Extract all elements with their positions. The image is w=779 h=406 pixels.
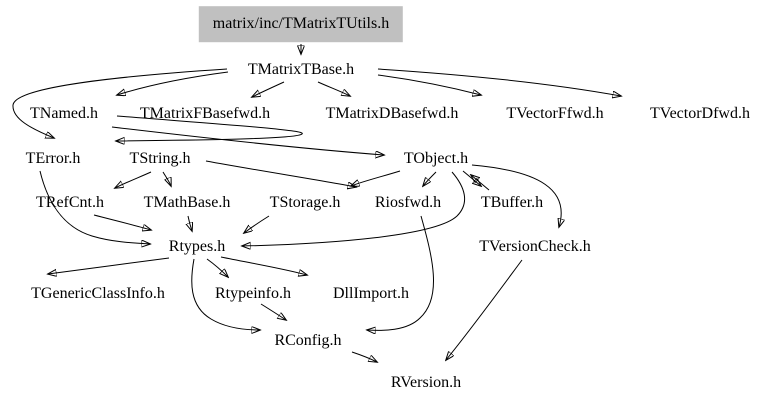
- node-tversioncheck[interactable]: TVersionCheck.h: [479, 238, 591, 256]
- node-terror[interactable]: TError.h: [25, 150, 81, 168]
- node-tmatrixdbasefwd[interactable]: TMatrixDBasefwd.h: [325, 105, 459, 123]
- node-tbuffer[interactable]: TBuffer.h: [480, 194, 544, 212]
- node-tvectordfwd[interactable]: TVectorDfwd.h: [650, 105, 750, 123]
- edge-tobject-to-tbuffer: [462, 170, 481, 186]
- node-rtypes[interactable]: Rtypes.h: [168, 238, 226, 256]
- node-trefcnt[interactable]: TRefCnt.h: [36, 194, 104, 212]
- edge-tmatrixtbase-to-tvectorffwd: [377, 74, 481, 95]
- node-tmathbase[interactable]: TMathBase.h: [143, 194, 231, 212]
- node-dllimport[interactable]: DllImport.h: [333, 285, 409, 303]
- edge-tbuffer-to-tobject: [471, 175, 490, 191]
- edge-terror-to-rtypes: [39, 170, 150, 244]
- edge-rtypes-to-rconfig: [191, 258, 260, 330]
- edge-tstring-to-tmathbase: [162, 171, 171, 186]
- node-tnamed[interactable]: TNamed.h: [30, 105, 98, 123]
- edge-tstring-to-riosfwd: [205, 160, 356, 187]
- edge-tobject-to-rtypes: [242, 171, 466, 246]
- edge-tnamed-to-tstring: [116, 115, 303, 141]
- edge-rtypes-to-rtypeinfo: [206, 258, 228, 277]
- node-rconfig[interactable]: RConfig.h: [274, 332, 342, 350]
- edge-tnamed-to-tobject: [111, 126, 384, 155]
- node-tmatrixfbasefwd[interactable]: TMatrixFBasefwd.h: [139, 105, 271, 123]
- edge-riosfwd-to-rconfig: [367, 215, 434, 330]
- edge-tmatrixtbase-to-tmatrixdbasefwd: [317, 81, 350, 96]
- edge-tmathbase-to-rtypes: [188, 215, 192, 231]
- edge-rconfig-to-rversion: [351, 351, 377, 362]
- edge-tobject-to-riosfwd: [423, 171, 437, 186]
- node-tobject[interactable]: TObject.h: [403, 150, 469, 168]
- edge-rtypes-to-dllimport: [220, 256, 307, 275]
- edge-tmatrixtbase-to-tvectordfwd: [377, 68, 621, 96]
- node-tmatrixtutils: matrix/inc/TMatrixTUtils.h: [198, 6, 404, 42]
- node-tstorage[interactable]: TStorage.h: [269, 194, 341, 212]
- node-tgenericclassinfo[interactable]: TGenericClassInfo.h: [31, 285, 165, 303]
- edge-tversioncheck-to-rversion: [446, 259, 523, 360]
- node-rversion[interactable]: RVersion.h: [390, 374, 462, 392]
- edge-tmatrixtbase-to-terror: [12, 68, 228, 138]
- node-rtypeinfo[interactable]: Rtypeinfo.h: [215, 285, 291, 303]
- edge-tobject-to-tversioncheck: [471, 164, 561, 227]
- node-tstring[interactable]: TString.h: [129, 150, 191, 168]
- edge-rtypeinfo-to-rconfig: [260, 303, 286, 320]
- node-tmatrixtbase[interactable]: TMatrixTBase.h: [247, 61, 355, 79]
- edge-rtypes-to-tgenericclassinfo: [48, 257, 170, 274]
- edge-tstorage-to-rtypes: [244, 215, 270, 233]
- edge-tobject-to-tstorage: [351, 170, 401, 186]
- edge-tmatrixtbase-to-tnamed: [117, 71, 229, 95]
- edge-tstring-to-trefcnt: [115, 171, 152, 188]
- edge-tmatrixtbase-to-tmatrixfbasefwd: [252, 81, 285, 97]
- node-tvectorffwd[interactable]: TVectorFfwd.h: [506, 105, 604, 123]
- edge-trefcnt-to-rtypes: [93, 214, 151, 230]
- node-riosfwd[interactable]: Riosfwd.h: [374, 194, 442, 212]
